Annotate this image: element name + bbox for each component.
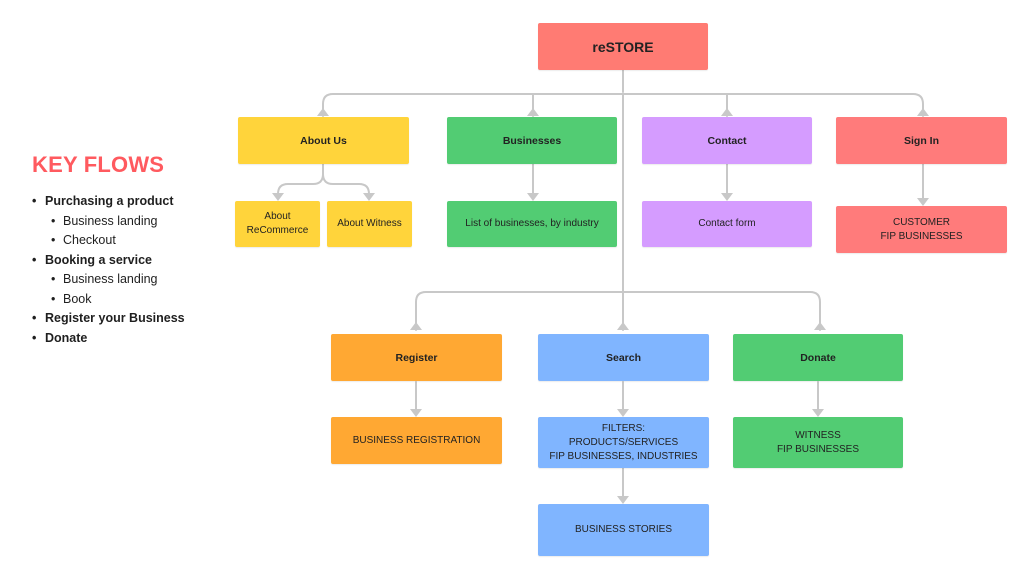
arrowhead-search-child bbox=[617, 409, 629, 417]
subflow-list: Business landing Book bbox=[45, 270, 232, 309]
upper-branch-connector bbox=[322, 93, 924, 117]
subflow-item: Checkout bbox=[45, 231, 232, 251]
subflow-item: Book bbox=[45, 290, 232, 310]
flow-item: Register your Business bbox=[32, 309, 232, 329]
search-node: Search bbox=[538, 334, 709, 381]
arrowhead-about-witness bbox=[363, 193, 375, 201]
business-stories-node: BUSINESS STORIES bbox=[538, 504, 709, 556]
business-registration-node: BUSINESS REGISTRATION bbox=[331, 417, 502, 464]
key-flows-panel: KEY FLOWS Purchasing a product Business … bbox=[32, 152, 232, 348]
key-flows-list: Purchasing a product Business landing Ch… bbox=[32, 192, 232, 348]
key-flows-title: KEY FLOWS bbox=[32, 152, 165, 177]
flow-item-label: Booking a service bbox=[45, 252, 152, 267]
arrowhead-search-grandchild bbox=[617, 496, 629, 504]
arrowhead-register bbox=[410, 322, 422, 330]
arrowhead-about-us bbox=[317, 108, 329, 116]
flow-item-label: Register your Business bbox=[45, 311, 185, 325]
flow-item-label: Purchasing a product bbox=[45, 194, 174, 208]
register-node: Register bbox=[331, 334, 502, 381]
arrowhead-contact bbox=[721, 108, 733, 116]
flow-item: Booking a service Business landing Book bbox=[32, 251, 232, 310]
subflow-list: Business landing Checkout bbox=[45, 212, 232, 251]
arrowhead-donate-child bbox=[812, 409, 824, 417]
arrowhead-about-recommerce bbox=[272, 193, 284, 201]
flow-item-label: Donate bbox=[45, 330, 88, 345]
businesses-node: Businesses bbox=[447, 117, 617, 164]
contact-form-node: Contact form bbox=[642, 201, 812, 247]
subflow-item: Business landing bbox=[45, 212, 232, 232]
signin-user-types-node: CUSTOMER FIP BUSINESSES bbox=[836, 206, 1007, 253]
arrowhead-signin-child bbox=[917, 198, 929, 206]
about-witness-node: About Witness bbox=[327, 201, 412, 247]
contact-node: Contact bbox=[642, 117, 812, 164]
flow-item: Donate bbox=[32, 329, 232, 349]
sign-in-node: Sign In bbox=[836, 117, 1007, 164]
search-filters-node: FILTERS: PRODUCTS/SERVICES FIP BUSINESSE… bbox=[538, 417, 709, 468]
business-list-node: List of businesses, by industry bbox=[447, 201, 617, 247]
arrowhead-donate bbox=[814, 322, 826, 330]
arrowhead-register-child bbox=[410, 409, 422, 417]
arrowhead-businesses bbox=[527, 108, 539, 116]
subflow-item: Business landing bbox=[45, 270, 232, 290]
arrowhead-business-list bbox=[527, 193, 539, 201]
restore-root-node: reSTORE bbox=[538, 23, 708, 70]
about-recommerce-node: About ReCommerce bbox=[235, 201, 320, 247]
flow-item: Purchasing a product Business landing Ch… bbox=[32, 192, 232, 251]
donate-recipients-node: WITNESS FIP BUSINESSES bbox=[733, 417, 903, 468]
arrowhead-contact-form bbox=[721, 193, 733, 201]
arrowhead-search bbox=[617, 322, 629, 330]
donate-node: Donate bbox=[733, 334, 903, 381]
about-us-node: About Us bbox=[238, 117, 409, 164]
about-witness-connector bbox=[322, 163, 370, 198]
arrowhead-sign-in bbox=[917, 108, 929, 116]
lower-branch-connector bbox=[415, 291, 821, 331]
about-recommerce-connector bbox=[277, 163, 324, 198]
